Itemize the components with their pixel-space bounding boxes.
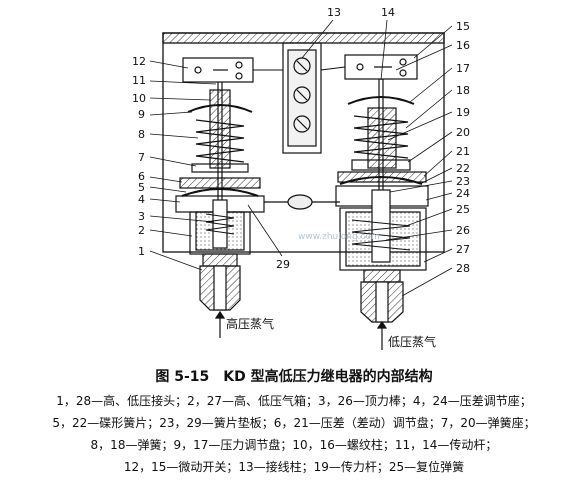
legend-line-2: 5，22—碟形簧片；23，29—簧片垫板；6，21—压差（差动）调节盘；7，20… — [52, 416, 536, 430]
callout-28: 28 — [456, 262, 470, 275]
right-micro-switch — [344, 54, 418, 80]
low-pressure-inlet-label: 低压蒸气 — [388, 334, 436, 349]
callout-12: 12 — [132, 55, 146, 68]
callout-20: 20 — [456, 126, 470, 139]
callout-5: 5 — [138, 181, 145, 194]
callout-10: 10 — [132, 92, 146, 105]
callout-25: 25 — [456, 203, 470, 216]
callout-19: 19 — [456, 106, 470, 119]
callout-26: 26 — [456, 224, 470, 237]
legend-line-3: 8，18—弹簧；9，17—压力调节盘；10，16—螺纹柱；11，14—传动杆； — [90, 438, 498, 452]
leader-lines-right — [385, 25, 453, 297]
leader-lines-left — [149, 60, 217, 271]
callout-11: 11 — [132, 74, 146, 87]
leader-lines-top — [301, 19, 388, 81]
callout-24: 24 — [456, 187, 470, 200]
callout-4: 4 — [138, 193, 145, 206]
figure-caption: 图 5-15 KD 型高低压力继电器的内部结构 — [155, 369, 433, 385]
callout-14: 14 — [381, 6, 395, 19]
high-pressure-inlet-label: 高压蒸气 — [226, 316, 274, 331]
callout-13: 13 — [327, 6, 341, 19]
terminal-block — [282, 42, 322, 154]
callout-15: 15 — [456, 20, 470, 33]
wiring — [253, 66, 346, 71]
callout-2: 2 — [138, 224, 145, 237]
callout-17: 17 — [456, 62, 470, 75]
callouts-top: 13 14 — [327, 6, 395, 19]
callout-8: 8 — [138, 128, 145, 141]
left-micro-switch — [182, 57, 254, 83]
callout-21: 21 — [456, 145, 470, 158]
callout-29: 29 — [276, 258, 290, 271]
callout-9: 9 — [138, 108, 145, 121]
callout-23: 23 — [456, 175, 470, 188]
callouts-left: 12 11 10 9 8 7 6 5 4 3 2 1 — [132, 55, 146, 258]
low-pressure-fitting — [360, 269, 404, 350]
watermark: www.zhulong.com — [298, 232, 380, 242]
callout-22: 22 — [456, 162, 470, 175]
relay-structure-diagram: 12 11 10 9 8 7 6 5 4 3 2 1 13 14 15 16 1… — [132, 6, 470, 350]
callouts-bottom: 29 — [276, 258, 290, 271]
callout-6: 6 — [138, 170, 145, 183]
callout-16: 16 — [456, 39, 470, 52]
high-pressure-fitting — [199, 253, 241, 338]
callout-27: 27 — [456, 243, 470, 256]
callout-1: 1 — [138, 245, 145, 258]
callout-7: 7 — [138, 151, 145, 164]
capillary-tube — [264, 194, 340, 210]
callout-18: 18 — [456, 84, 470, 97]
leader-line-bottom — [247, 204, 283, 257]
low-pressure-assembly — [335, 79, 429, 271]
legend-line-1: 1，28—高、低压接头；2，27—高、低压气箱；3，26—顶力棒；4，24—压差… — [56, 394, 532, 408]
legend-line-4: 12，15—微动开关；13—接线柱；19—传力杆；25—复位弹簧 — [123, 460, 465, 474]
left-pressure-assembly — [175, 82, 265, 255]
callout-3: 3 — [138, 210, 145, 223]
callouts-right: 15 16 17 18 19 20 21 22 23 24 25 26 27 2… — [456, 20, 470, 275]
